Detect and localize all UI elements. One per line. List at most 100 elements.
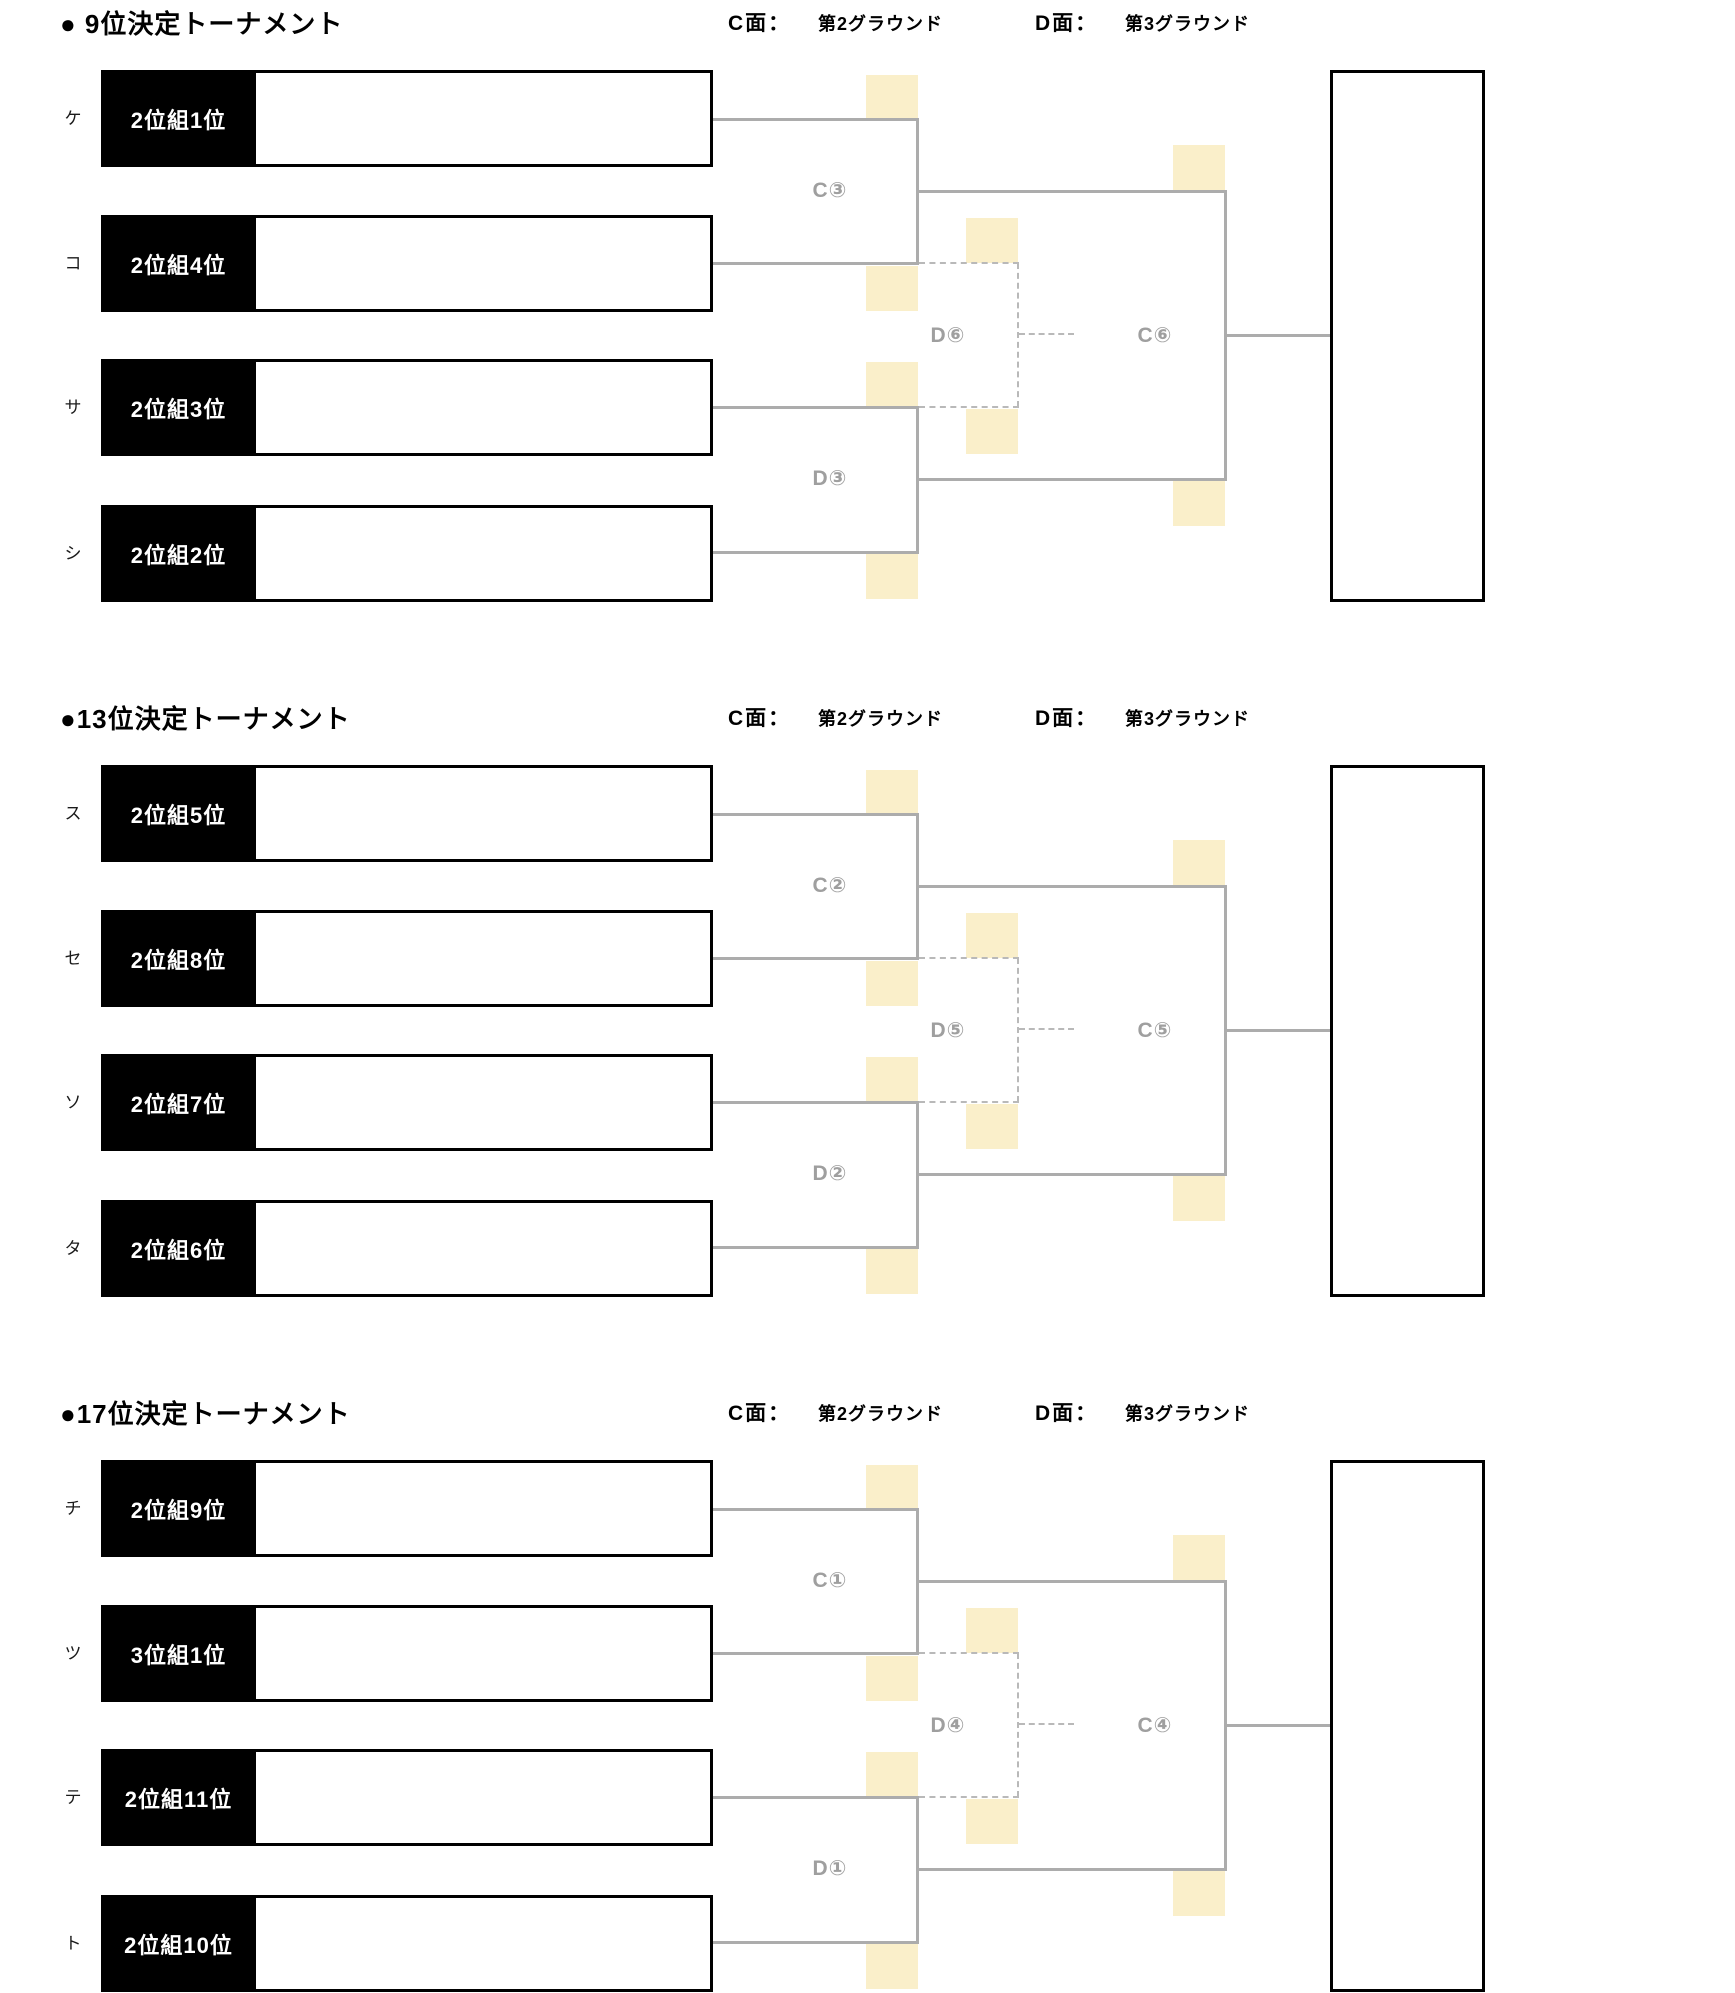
winner-box <box>1330 765 1485 1297</box>
section-13th-place: ●13位決定トーナメント C面： 第2グラウンド D面： 第3グラウンド ス セ… <box>0 695 1735 1390</box>
loser-bracket-line <box>1019 1723 1074 1725</box>
entry-row: 2位組4位 <box>101 215 713 312</box>
seed-label: 2位組9位 <box>101 1460 256 1557</box>
entry-row: 2位組2位 <box>101 505 713 602</box>
row-kana: コ <box>64 254 82 273</box>
match-label: D① <box>812 1857 848 1880</box>
row-kana: ソ <box>64 1093 82 1112</box>
bracket-line <box>713 118 919 121</box>
highlight-cell <box>966 913 1018 958</box>
highlight-cell <box>1173 1535 1225 1580</box>
seed-label: 2位組2位 <box>101 505 256 602</box>
match-label: C① <box>812 1569 848 1592</box>
entry-row: 2位組11位 <box>101 1749 713 1846</box>
court-c-value: 第2グラウンド <box>818 1404 944 1424</box>
court-d-label: D面： <box>1035 707 1099 730</box>
highlight-cell <box>1173 840 1225 885</box>
section-9th-place: ● 9位決定トーナメント C面： 第2グラウンド D面： 第3グラウンド ケ コ… <box>0 0 1735 695</box>
seed-label: 2位組8位 <box>101 910 256 1007</box>
highlight-cell <box>866 1249 918 1294</box>
entry-row: 2位組8位 <box>101 910 713 1007</box>
bracket-line <box>713 1508 919 1511</box>
seed-label: 2位組10位 <box>101 1895 256 1992</box>
row-kana: ケ <box>64 109 82 128</box>
bracket-line <box>713 1246 919 1249</box>
bracket-line <box>713 813 919 816</box>
section-title: ●13位決定トーナメント <box>60 704 351 734</box>
bracket-line <box>713 1796 919 1799</box>
bracket-line <box>713 551 919 554</box>
highlight-cell <box>966 218 1018 263</box>
bracket-line <box>713 1652 919 1655</box>
highlight-cell <box>866 961 918 1006</box>
bracket-line <box>1224 1724 1333 1727</box>
seed-label: 2位組5位 <box>101 765 256 862</box>
highlight-cell <box>866 266 918 311</box>
bracket-line <box>916 1580 1227 1583</box>
highlight-cell <box>966 1608 1018 1653</box>
highlight-cell <box>866 1656 918 1701</box>
row-kana: ト <box>64 1934 82 1953</box>
entry-row: 2位組1位 <box>101 70 713 167</box>
match-label: D⑤ <box>930 1019 966 1042</box>
bracket-line <box>1224 334 1333 337</box>
bracket-line <box>916 885 1227 888</box>
bracket-line <box>1224 1029 1333 1032</box>
match-label: D⑥ <box>930 324 966 347</box>
loser-bracket-line <box>919 406 1019 408</box>
match-label: C⑥ <box>1137 324 1173 347</box>
entry-row: 2位組3位 <box>101 359 713 456</box>
highlight-cell <box>866 75 918 120</box>
highlight-cell <box>966 1799 1018 1844</box>
bracket-line <box>916 478 1227 481</box>
court-d-label: D面： <box>1035 1402 1099 1425</box>
match-label: C③ <box>812 179 848 202</box>
seed-label: 2位組7位 <box>101 1054 256 1151</box>
bracket-line <box>916 190 1227 193</box>
court-c-value: 第2グラウンド <box>818 14 944 34</box>
row-kana: タ <box>64 1239 82 1258</box>
court-c-value: 第2グラウンド <box>818 709 944 729</box>
winner-box <box>1330 70 1485 602</box>
bracket-line <box>713 1101 919 1104</box>
highlight-cell <box>1173 145 1225 190</box>
seed-label: 2位組4位 <box>101 215 256 312</box>
loser-bracket-line <box>1017 263 1019 407</box>
row-kana: テ <box>64 1788 82 1807</box>
loser-bracket-line <box>919 957 1019 959</box>
section-17th-place: ●17位決定トーナメント C面： 第2グラウンド D面： 第3グラウンド チ ツ… <box>0 1390 1735 1993</box>
highlight-cell <box>1173 1176 1225 1221</box>
highlight-cell <box>866 1752 918 1797</box>
row-kana: ス <box>64 804 82 823</box>
court-d-label: D面： <box>1035 12 1099 35</box>
court-c-label: C面： <box>728 1402 792 1425</box>
court-c-label: C面： <box>728 707 792 730</box>
bracket-line <box>713 1941 919 1944</box>
highlight-cell <box>1173 481 1225 526</box>
loser-bracket-line <box>1019 1028 1074 1030</box>
highlight-cell <box>866 554 918 599</box>
bracket-line <box>916 1868 1227 1871</box>
row-kana: サ <box>64 398 82 417</box>
section-title: ●17位決定トーナメント <box>60 1399 351 1429</box>
match-label: C② <box>812 874 848 897</box>
seed-label: 2位組1位 <box>101 70 256 167</box>
row-kana: セ <box>64 949 82 968</box>
bracket-line <box>916 1173 1227 1176</box>
entry-row: 2位組7位 <box>101 1054 713 1151</box>
loser-bracket-line <box>919 1101 1019 1103</box>
highlight-cell <box>866 1944 918 1989</box>
entry-row: 3位組1位 <box>101 1605 713 1702</box>
court-d-value: 第3グラウンド <box>1125 14 1251 34</box>
seed-label: 3位組1位 <box>101 1605 256 1702</box>
entry-row: 2位組6位 <box>101 1200 713 1297</box>
highlight-cell <box>966 1104 1018 1149</box>
bracket-line <box>713 406 919 409</box>
row-kana: ツ <box>64 1644 82 1663</box>
match-label: C⑤ <box>1137 1019 1173 1042</box>
entry-row: 2位組10位 <box>101 1895 713 1992</box>
entry-row: 2位組9位 <box>101 1460 713 1557</box>
seed-label: 2位組3位 <box>101 359 256 456</box>
highlight-cell <box>866 770 918 815</box>
